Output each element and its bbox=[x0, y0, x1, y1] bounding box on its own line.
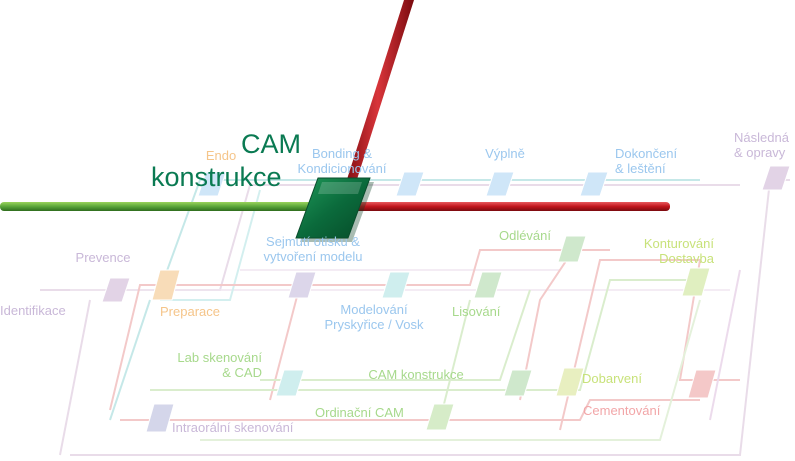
red-horizontal-line bbox=[345, 202, 670, 211]
green-horizontal-line bbox=[0, 202, 330, 211]
node-cam-konstrukce-small bbox=[503, 369, 533, 397]
node-sejmuti bbox=[287, 271, 317, 299]
label-ordinacni-cam: Ordinační CAM bbox=[315, 405, 404, 420]
cam-konstrukce-node-main bbox=[295, 177, 371, 239]
node-preparace bbox=[151, 269, 181, 301]
label-cam-konstrukce-small: CAM konstrukce bbox=[368, 367, 464, 382]
label-modelovani: Modelování Pryskyřice / Vosk bbox=[324, 302, 424, 332]
node-identifikace bbox=[101, 277, 131, 303]
label-prevence: Prevence bbox=[75, 250, 131, 265]
label-intraoralni: Intraorální skenování bbox=[172, 420, 294, 435]
node-intraoralni bbox=[145, 403, 175, 433]
label-dokonceni: Dokončení & leštění bbox=[615, 146, 678, 176]
label-lisovani: Lisování bbox=[452, 304, 501, 319]
node-lisovani bbox=[473, 271, 503, 299]
node-modelovani bbox=[381, 271, 411, 299]
node-cementovani bbox=[687, 369, 717, 399]
node-nasledna bbox=[761, 165, 791, 191]
label-odlevani: Odlévání bbox=[498, 228, 552, 243]
label-cementovani: Cementování bbox=[583, 403, 661, 418]
label-preparace: Preparace bbox=[160, 304, 220, 319]
node-bonding bbox=[395, 171, 425, 197]
label-konturovani: Konturování Dostavba bbox=[643, 236, 714, 266]
node-vyplne bbox=[485, 171, 515, 197]
label-endo: Endo bbox=[205, 148, 237, 163]
node-odlevani bbox=[557, 235, 587, 263]
label-lab-skenovani: Lab skenování & CAD bbox=[177, 350, 262, 380]
label-sejmuti: Sejmutí otisku & vytvoření modelu bbox=[263, 234, 363, 264]
background-nodes bbox=[101, 165, 791, 433]
node-ordinacni-cam bbox=[425, 403, 455, 431]
title-line-1: CAM bbox=[241, 129, 301, 159]
red-vertical-line bbox=[342, 0, 414, 195]
label-identifikace: Identifikace bbox=[0, 303, 66, 318]
background-network bbox=[40, 179, 790, 456]
node-endo bbox=[197, 171, 227, 197]
highlighted-path bbox=[0, 0, 670, 242]
label-vyplne: Výplně bbox=[485, 146, 525, 161]
label-dobarveni: Dobarvení bbox=[582, 371, 642, 386]
label-nasledna: Následná & opravy bbox=[734, 130, 789, 160]
node-highlight bbox=[318, 182, 362, 194]
title-line-2: konstrukce bbox=[151, 162, 282, 192]
node-konturovani bbox=[681, 267, 711, 297]
label-bonding: Bonding & Kondicionování bbox=[297, 146, 387, 176]
node-dobarveni bbox=[555, 367, 585, 397]
node-lab-skenovani bbox=[275, 369, 305, 397]
node-dokonceni bbox=[579, 171, 609, 197]
